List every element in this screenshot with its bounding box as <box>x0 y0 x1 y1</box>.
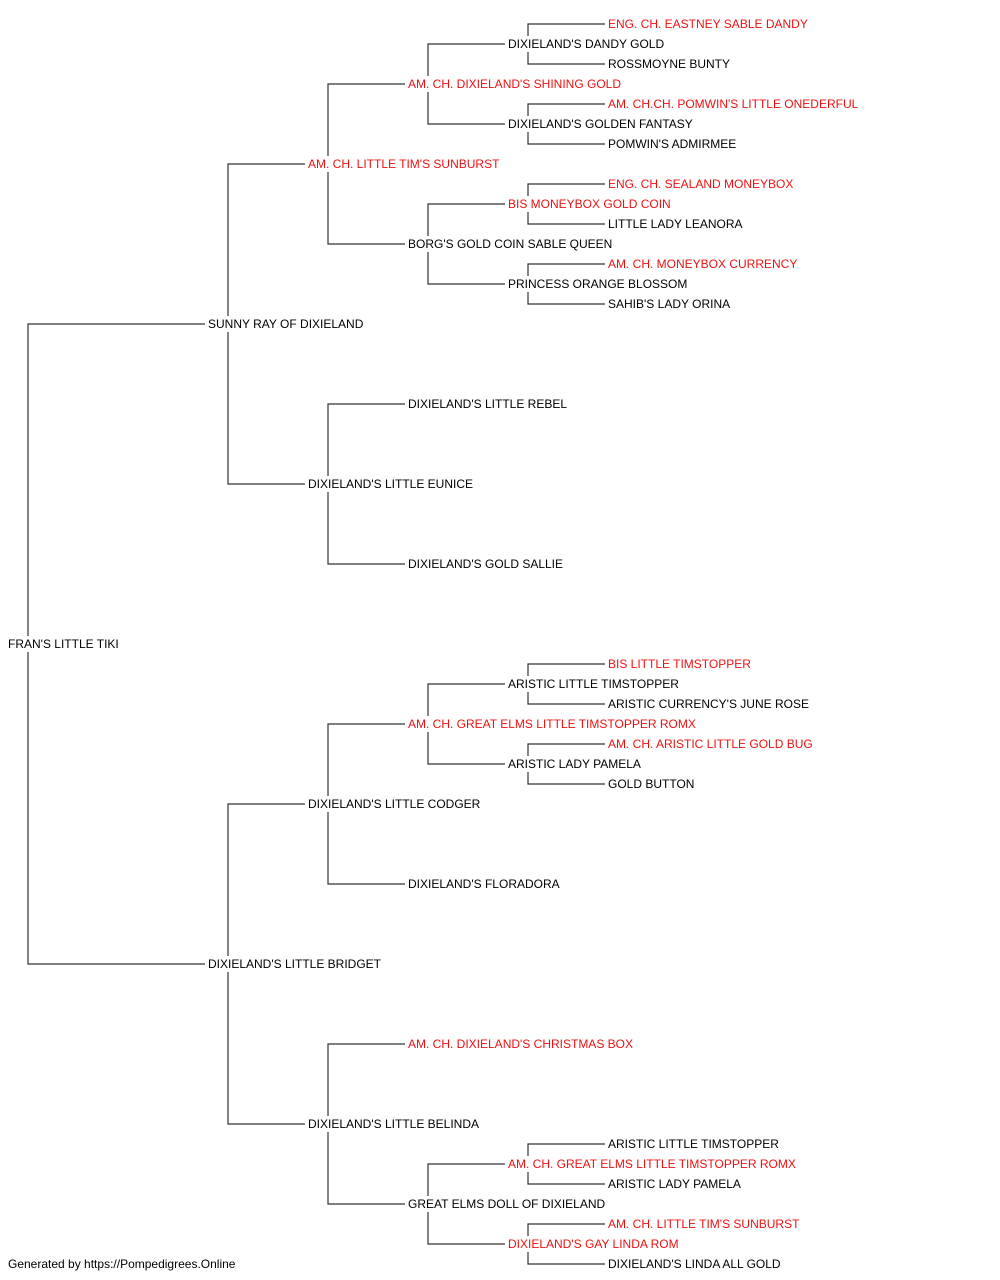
pedigree-connector <box>527 1172 605 1185</box>
pedigree-connector <box>427 683 505 716</box>
pedigree-dog-sire-sire-sire-dam: DIXIELAND'S GOLDEN FANTASY <box>508 117 694 131</box>
pedigree-connector <box>327 83 405 156</box>
pedigree-connector <box>427 203 505 236</box>
pedigree-dog-dam-sire-sire-dam-sire: AM. CH. ARISTIC LITTLE GOLD BUG <box>608 737 814 751</box>
pedigree-dog-sire-sire-dam-dam-dam: SAHIB'S LADY ORINA <box>608 297 732 311</box>
pedigree-dog-dam-sire-sire: AM. CH. GREAT ELMS LITTLE TIMSTOPPER ROM… <box>408 717 697 731</box>
pedigree-connector <box>527 103 605 116</box>
pedigree-connector <box>527 183 605 196</box>
pedigree-dog-dam-sire: DIXIELAND'S LITTLE CODGER <box>308 797 482 811</box>
pedigree-connector <box>527 212 605 225</box>
pedigree-dog-sire-sire-sire: AM. CH. DIXIELAND'S SHINING GOLD <box>408 77 622 91</box>
pedigree-connector <box>527 772 605 785</box>
pedigree-dog-dam-sire-sire-sire: ARISTIC LITTLE TIMSTOPPER <box>508 677 680 691</box>
pedigree-connector <box>327 812 405 885</box>
pedigree-connector <box>527 292 605 305</box>
pedigree-connector <box>27 323 205 636</box>
pedigree-connector <box>427 252 505 285</box>
pedigree-dog-sire-dam-sire: DIXIELAND'S LITTLE REBEL <box>408 397 569 411</box>
pedigree-connector <box>327 1043 405 1116</box>
pedigree-connector <box>427 1212 505 1245</box>
pedigree-connector <box>227 332 305 485</box>
pedigree-connector <box>27 652 205 965</box>
pedigree-dog-sire-sire: AM. CH. LITTLE TIM'S SUNBURST <box>308 157 501 171</box>
pedigree-dog-sire-sire-dam: BORG'S GOLD COIN SABLE QUEEN <box>408 237 614 251</box>
pedigree-connector <box>527 1252 605 1265</box>
pedigree-dog-dam-dam-dam-dam-dam: DIXIELAND'S LINDA ALL GOLD <box>608 1257 782 1271</box>
pedigree-dog-dam-dam-dam-dam-sire: AM. CH. LITTLE TIM'S SUNBURST <box>608 1217 801 1231</box>
pedigree-dog-dam-sire-sire-sire-sire: BIS LITTLE TIMSTOPPER <box>608 657 752 671</box>
pedigree-dog-dam-dam-dam-sire-dam: ARISTIC LADY PAMELA <box>608 1177 742 1191</box>
pedigree-dog-sire-sire-sire-dam-dam: POMWIN'S ADMIRMEE <box>608 137 738 151</box>
pedigree-dog-dam-sire-sire-dam: ARISTIC LADY PAMELA <box>508 757 642 771</box>
pedigree-connector <box>527 692 605 705</box>
pedigree-dog-dam-dam-dam-sire: AM. CH. GREAT ELMS LITTLE TIMSTOPPER ROM… <box>508 1157 797 1171</box>
pedigree-connector <box>527 663 605 676</box>
pedigree-connector <box>327 492 405 565</box>
pedigree-connector <box>527 263 605 276</box>
pedigree-dog-sire-sire-dam-sire-sire: ENG. CH. SEALAND MONEYBOX <box>608 177 795 191</box>
pedigree-dog-sire-sire-sire-dam-sire: AM. CH.CH. POMWIN'S LITTLE ONEDERFUL <box>608 97 860 111</box>
pedigree-connector <box>527 23 605 36</box>
pedigree-connector <box>327 723 405 796</box>
pedigree-dog-dam-dam-dam-sire-sire: ARISTIC LITTLE TIMSTOPPER <box>608 1137 780 1151</box>
pedigree-connector <box>527 132 605 145</box>
pedigree-dog-sire-sire-dam-dam: PRINCESS ORANGE BLOSSOM <box>508 277 689 291</box>
pedigree-dog-dam-sire-sire-dam-dam: GOLD BUTTON <box>608 777 696 791</box>
pedigree-dog-sire-sire-dam-sire: BIS MONEYBOX GOLD COIN <box>508 197 672 211</box>
pedigree-dog-dam-dam-sire: AM. CH. DIXIELAND'S CHRISTMAS BOX <box>408 1037 634 1051</box>
pedigree-dog-sire-dam-dam: DIXIELAND'S GOLD SALLIE <box>408 557 565 571</box>
pedigree-connector <box>527 52 605 65</box>
pedigree-connector <box>227 163 305 316</box>
pedigree-connector <box>427 1163 505 1196</box>
pedigree-dog-sire-sire-sire-sire: DIXIELAND'S DANDY GOLD <box>508 37 666 51</box>
pedigree-dog-dam-dam-dam: GREAT ELMS DOLL OF DIXIELAND <box>408 1197 607 1211</box>
pedigree-dog-dam-sire-dam: DIXIELAND'S FLORADORA <box>408 877 561 891</box>
pedigree-dog-dam-dam: DIXIELAND'S LITTLE BELINDA <box>308 1117 481 1131</box>
pedigree-dog-dam-sire-sire-sire-dam: ARISTIC CURRENCY'S JUNE ROSE <box>608 697 810 711</box>
pedigree-connector <box>527 743 605 756</box>
pedigree-connector <box>427 732 505 765</box>
pedigree-connector <box>227 972 305 1125</box>
pedigree-connector <box>427 92 505 125</box>
pedigree-dog-sire-sire-dam-sire-dam: LITTLE LADY LEANORA <box>608 217 744 231</box>
pedigree-dog-sire-sire-sire-sire-dam: ROSSMOYNE BUNTY <box>608 57 732 71</box>
pedigree-connector <box>327 172 405 245</box>
pedigree-connector <box>527 1223 605 1236</box>
pedigree-connector <box>327 1132 405 1205</box>
pedigree-connector <box>427 43 505 76</box>
pedigree-dog-sire-sire-dam-dam-sire: AM. CH. MONEYBOX CURRENCY <box>608 257 799 271</box>
generated-by-footer: Generated by https://Pompedigrees.Online <box>8 1257 236 1271</box>
pedigree-dog-sire: SUNNY RAY OF DIXIELAND <box>208 317 365 331</box>
pedigree-connector <box>527 1143 605 1156</box>
pedigree-connector <box>227 803 305 956</box>
pedigree-dog-sire-sire-sire-sire-sire: ENG. CH. EASTNEY SABLE DANDY <box>608 17 809 31</box>
pedigree-dog-sire-dam: DIXIELAND'S LITTLE EUNICE <box>308 477 474 491</box>
pedigree-dog-dam-dam-dam-dam: DIXIELAND'S GAY LINDA ROM <box>508 1237 680 1251</box>
pedigree-dog-dam: DIXIELAND'S LITTLE BRIDGET <box>208 957 382 971</box>
pedigree-connector <box>327 403 405 476</box>
pedigree-dog-subject: FRAN'S LITTLE TIKI <box>8 637 120 651</box>
